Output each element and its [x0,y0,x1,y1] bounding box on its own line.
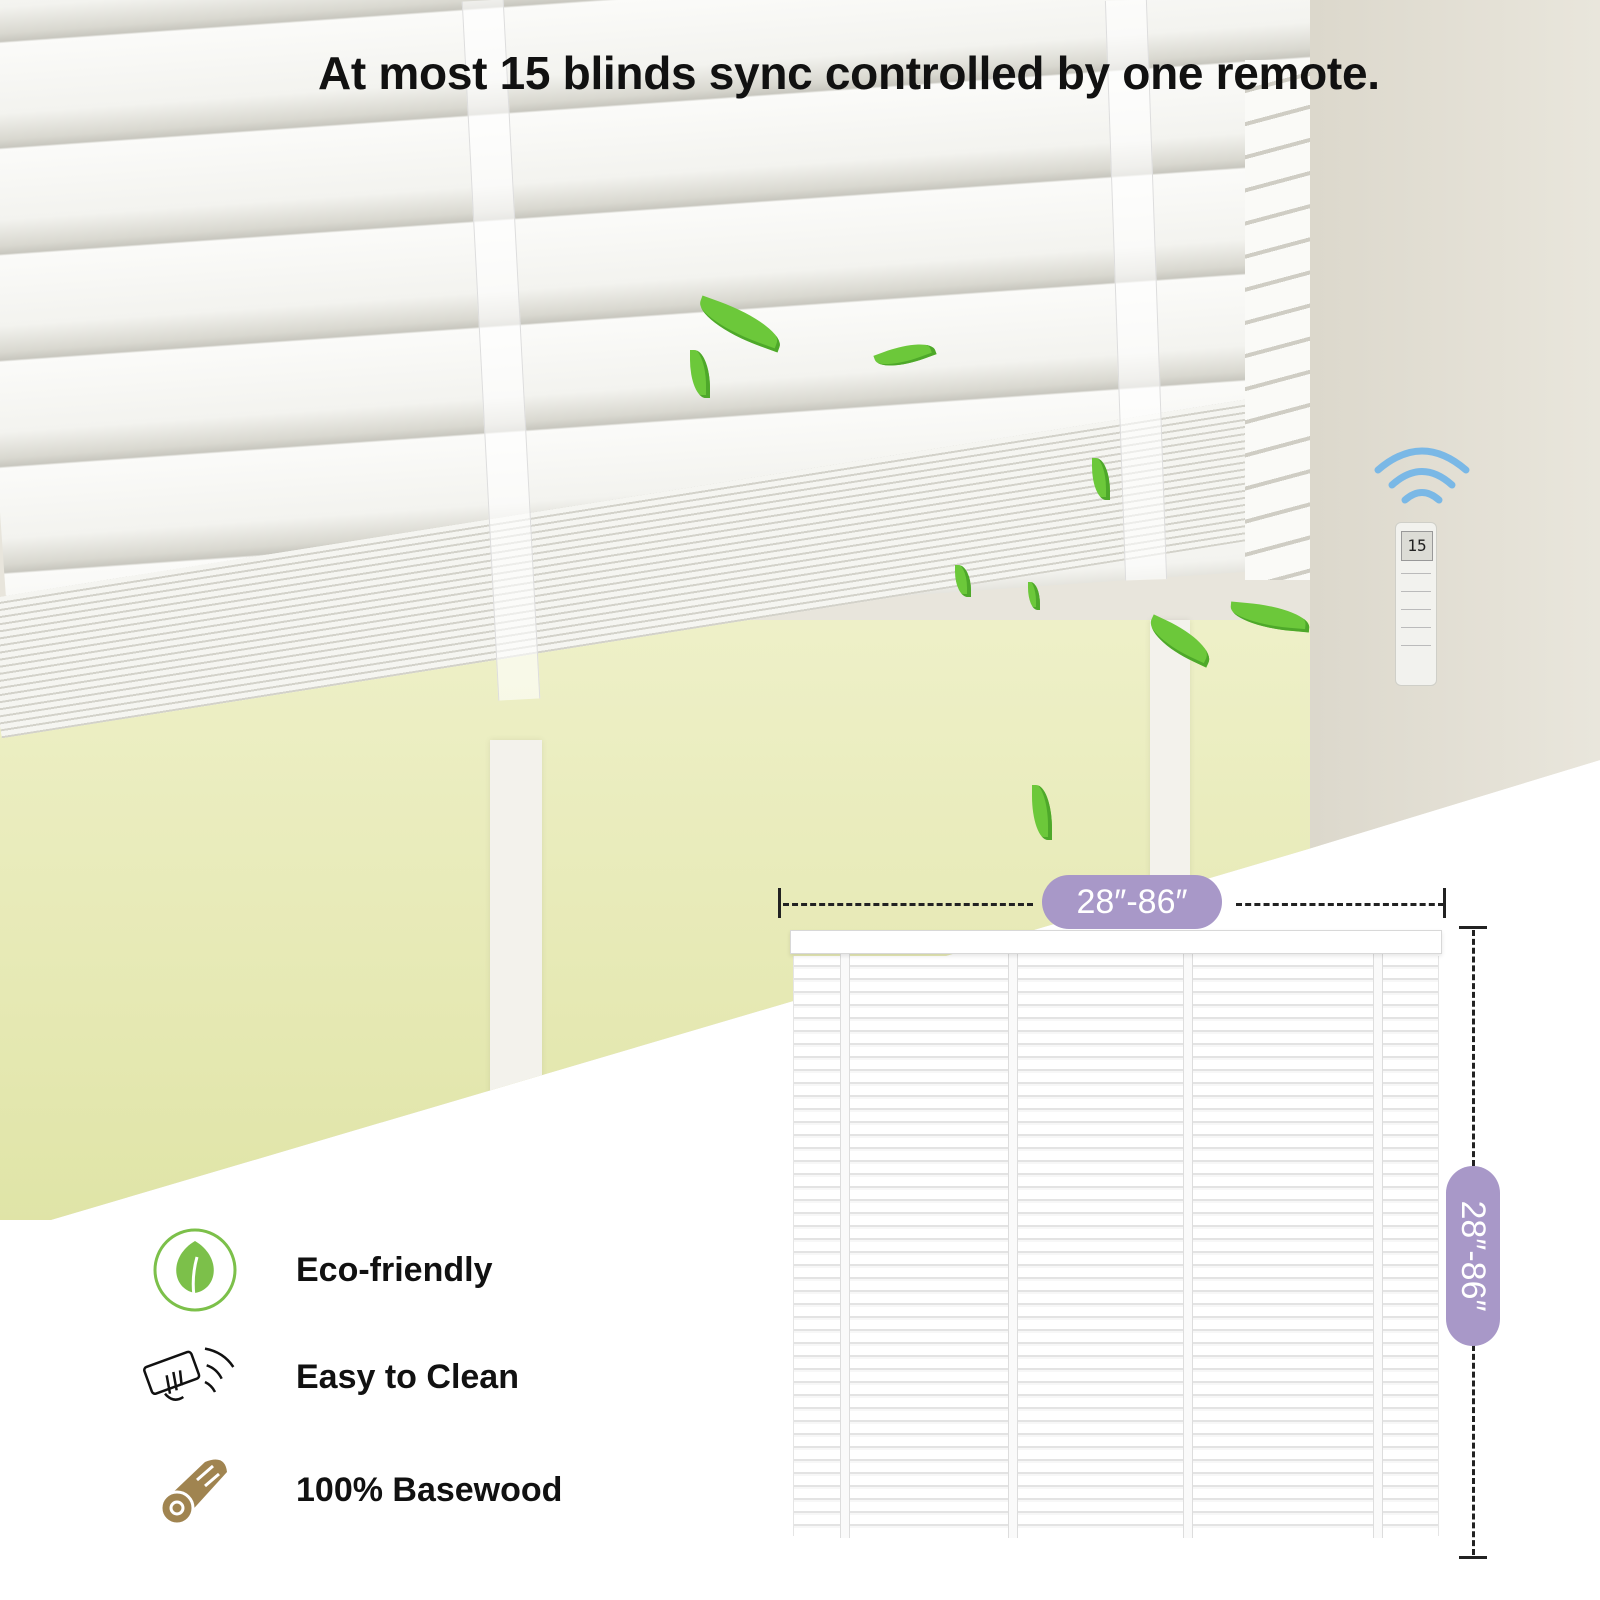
leaf-icon [1092,458,1110,500]
remote-control: 15 [1395,522,1437,686]
window-mullion [490,740,542,1220]
hand-wipe-icon [143,1332,240,1422]
side-slats [1245,60,1315,580]
wood-log-icon [150,1445,240,1535]
product-ladder [1008,952,1018,1538]
leaf-icon [150,1225,240,1315]
height-dimension-line [1472,930,1475,1166]
leaf-icon [690,350,710,398]
feature-label: Easy to Clean [296,1357,519,1396]
head-rail [790,930,1442,954]
height-dimension-line [1472,1345,1475,1555]
height-label: 28″-86″ [1446,1166,1500,1346]
product-ladder [1373,952,1383,1538]
dimension-tick [778,888,781,918]
product-ladder [840,952,850,1538]
headline: At most 15 blinds sync controlled by one… [318,47,1380,99]
leaf-icon [1028,582,1040,610]
dimension-tick [1459,926,1487,929]
feature-eco-friendly: Eco-friendly [150,1225,492,1315]
feature-label: Eco-friendly [296,1250,493,1289]
wall [1310,0,1600,900]
dimension-tick [1443,888,1446,918]
feature-easy-to-clean: Easy to Clean [143,1332,519,1422]
width-dimension-line [1236,903,1444,906]
blind-product-image [790,930,1442,1540]
width-dimension-line [783,903,1033,906]
wireless-signal-icon [1374,447,1470,504]
product-slats [793,956,1439,1536]
feature-label: 100% Basewood [296,1470,563,1509]
feature-basewood: 100% Basewood [150,1445,562,1535]
leaf-icon [1032,785,1052,840]
dimension-tick [1459,1556,1487,1559]
leaf-icon [955,565,971,597]
width-label: 28″-86″ [1042,875,1222,929]
product-ladder [1183,952,1193,1538]
remote-display: 15 [1401,531,1433,561]
